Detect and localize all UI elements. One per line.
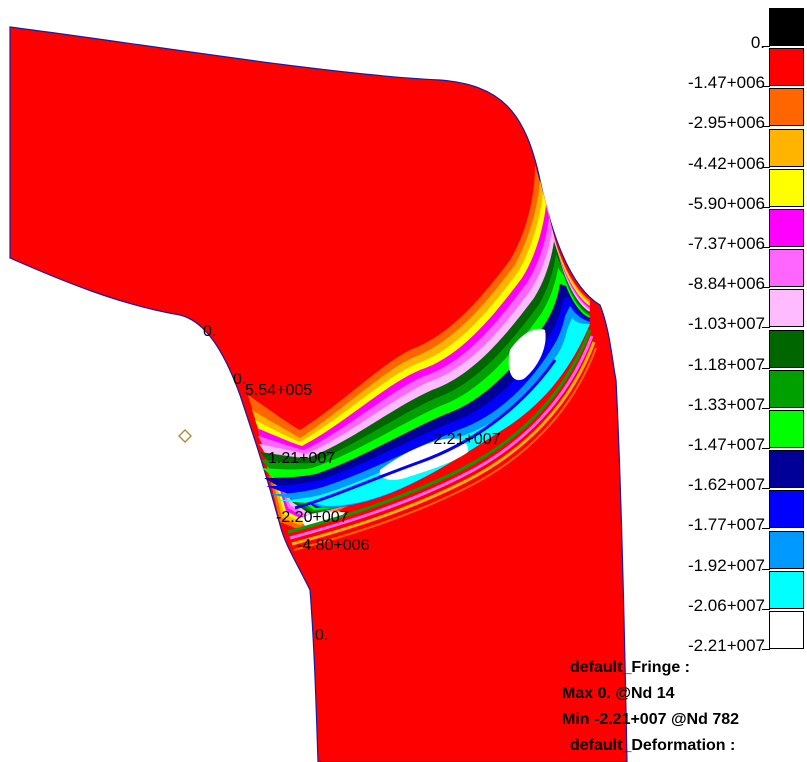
legend-tick bbox=[762, 287, 770, 289]
legend-tick bbox=[762, 86, 770, 88]
legend-tick bbox=[762, 407, 770, 409]
legend-label: -1.47+007 bbox=[687, 435, 765, 454]
legend-swatch bbox=[769, 128, 804, 167]
legend-tick bbox=[762, 568, 770, 570]
legend-swatch bbox=[769, 410, 804, 448]
legend-label: -1.92+007 bbox=[687, 555, 765, 575]
legend-label: -8.84+006 bbox=[687, 274, 765, 294]
legend-swatch bbox=[769, 329, 804, 368]
legend-label: 0. bbox=[750, 33, 765, 52]
annotation-554: 5.54+005 bbox=[245, 382, 313, 399]
part-body bbox=[9, 26, 628, 762]
annotation-121: 1.21+007 bbox=[268, 450, 336, 467]
legend-tick bbox=[762, 126, 770, 128]
legend-tick bbox=[762, 448, 770, 449]
legend-label: -1.18+007 bbox=[687, 354, 765, 374]
legend-label: -1.33+007 bbox=[687, 394, 765, 414]
node-marker bbox=[178, 429, 192, 443]
annotation-221: -2.21+007 bbox=[428, 431, 501, 448]
legend-tick bbox=[762, 46, 770, 47]
legend-swatch bbox=[769, 611, 804, 649]
annotation-zero-lower: 0. bbox=[315, 627, 329, 644]
legend-label: -1.03+007 bbox=[687, 314, 765, 334]
annotation-zero-mid: 0. bbox=[233, 371, 247, 388]
max-line: Max 0. @Nd 14 bbox=[562, 685, 675, 702]
legend-label: -1.47+006 bbox=[687, 73, 765, 93]
legend-tick bbox=[762, 608, 770, 610]
deformation-title: default_Deformation : bbox=[570, 737, 736, 754]
legend-swatch bbox=[769, 8, 804, 46]
legend-tick bbox=[762, 247, 770, 248]
legend-swatch bbox=[769, 88, 804, 127]
min-line: Min -2.21+007 @Nd 782 bbox=[562, 711, 740, 728]
legend-swatch bbox=[769, 289, 804, 328]
legend-swatch bbox=[769, 369, 804, 408]
legend-label: -5.90+006 bbox=[687, 193, 765, 213]
legend-tick bbox=[762, 488, 770, 490]
legend-tick bbox=[762, 166, 770, 168]
legend-tick bbox=[762, 206, 770, 208]
fringe-bands bbox=[248, 165, 597, 551]
legend-label: -1.77+007 bbox=[687, 515, 765, 535]
legend-tick bbox=[762, 528, 770, 530]
legend-swatch bbox=[769, 249, 804, 288]
legend-swatch bbox=[769, 490, 804, 529]
annotation-zero-upper: 0. bbox=[203, 323, 217, 340]
legend-swatch bbox=[769, 48, 804, 87]
legend-label: -2.95+006 bbox=[687, 113, 765, 133]
annotation-220: -2.20+007 bbox=[276, 509, 349, 526]
legend-label: -7.37+006 bbox=[687, 234, 765, 253]
legend-swatch bbox=[769, 168, 804, 207]
legend-swatch bbox=[769, 209, 804, 247]
annotation-480: -4.80+006 bbox=[297, 537, 370, 554]
legend-swatch bbox=[769, 530, 804, 569]
legend-tick bbox=[762, 327, 770, 329]
fringe-title: default_Fringe : bbox=[570, 659, 691, 676]
legend-tick bbox=[762, 649, 770, 650]
legend-label: -1.62+007 bbox=[687, 475, 765, 495]
legend-swatch bbox=[769, 450, 804, 489]
legend-label: -4.42+006 bbox=[687, 153, 765, 173]
legend-label: -2.21+007 bbox=[687, 636, 765, 655]
legend-label: -2.06+007 bbox=[687, 595, 765, 615]
legend-swatch bbox=[769, 570, 804, 609]
legend-tick bbox=[762, 367, 770, 369]
